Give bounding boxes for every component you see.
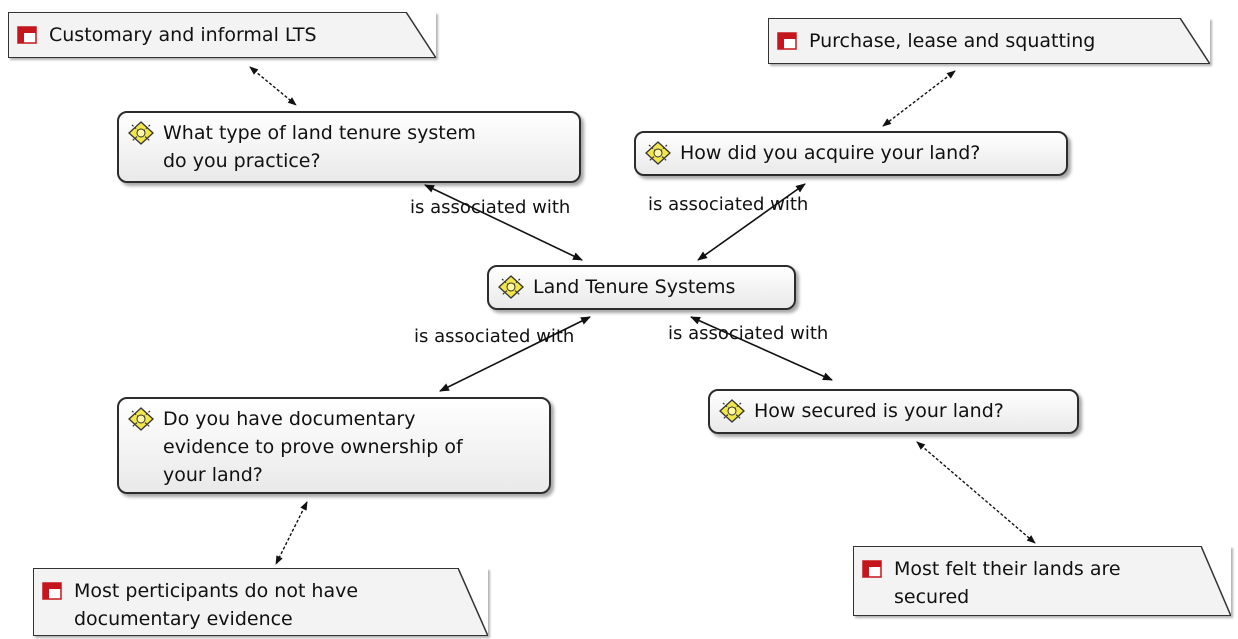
code-node-secured[interactable]: How secured is your land?: [708, 389, 1079, 434]
code-label: How did you acquire your land?: [680, 142, 981, 164]
link-label-secured: is associated with: [668, 323, 829, 344]
memo-icon: [862, 560, 882, 578]
memo-icon: [17, 26, 37, 44]
link-acquire-center: [697, 183, 806, 261]
link-secured-center: [690, 316, 833, 381]
link-tenure-center: [424, 184, 583, 261]
link-label-evidence: is associated with: [414, 326, 575, 347]
note-fold-corner: [1180, 18, 1210, 64]
memo-node-evidence[interactable]: Most perticipants do not have documentar…: [33, 568, 488, 636]
memo-icon: [42, 582, 62, 600]
code-node-acquire[interactable]: How did you acquire your land?: [634, 131, 1068, 176]
memo-node-secured[interactable]: Most felt their lands are secured: [853, 546, 1231, 616]
note-fold-corner: [458, 568, 488, 636]
code-node-tenure-type[interactable]: What type of land tenure system do you p…: [117, 111, 581, 183]
link-evidence-center: [439, 316, 591, 392]
memo-node-customary[interactable]: Customary and informal LTS: [8, 12, 436, 58]
memo-link-purchase: [882, 70, 956, 127]
code-icon: [128, 121, 154, 145]
code-label: Land Tenure Systems: [533, 276, 736, 298]
code-label: How secured is your land?: [754, 400, 1004, 422]
memo-label: Most felt their lands are secured: [894, 558, 1121, 608]
memo-node-purchase[interactable]: Purchase, lease and squatting: [768, 18, 1210, 64]
memo-label: Customary and informal LTS: [49, 24, 317, 46]
memo-link-secured: [916, 441, 1036, 544]
code-node-land-tenure-systems[interactable]: Land Tenure Systems: [487, 265, 796, 310]
memo-label: Purchase, lease and squatting: [809, 30, 1096, 52]
code-label: Do you have documentary evidence to prov…: [163, 408, 463, 486]
link-label-acquire: is associated with: [648, 194, 809, 215]
memo-link-evidence: [275, 501, 308, 565]
memo-label: Most perticipants do not have documentar…: [74, 580, 359, 630]
code-icon: [128, 407, 154, 431]
memo-icon: [777, 32, 797, 50]
memo-link-customary: [249, 66, 297, 106]
code-label: What type of land tenure system do you p…: [163, 122, 476, 172]
code-icon: [498, 275, 524, 299]
code-icon: [645, 141, 671, 165]
note-fold-corner: [406, 12, 436, 58]
note-fold-corner: [1201, 546, 1231, 616]
code-icon: [719, 399, 745, 423]
code-node-evidence[interactable]: Do you have documentary evidence to prov…: [117, 397, 551, 494]
link-label-tenure: is associated with: [410, 197, 571, 218]
